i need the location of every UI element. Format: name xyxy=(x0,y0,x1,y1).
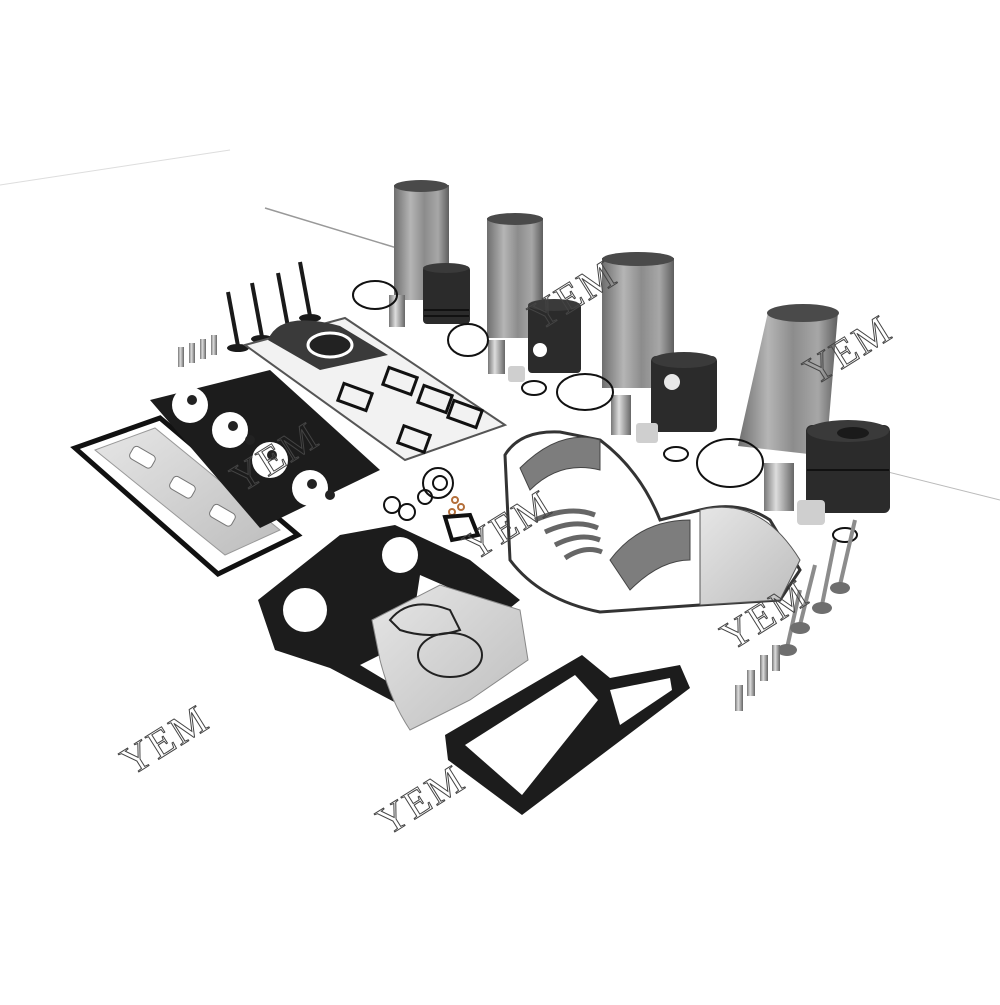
cylinder-head-gasket xyxy=(150,370,380,528)
pistons xyxy=(423,263,890,513)
oil-pan-gasket xyxy=(242,316,508,462)
valve-guides xyxy=(178,335,217,367)
oil-cooler-gasket xyxy=(445,655,690,815)
steel-valves xyxy=(785,519,857,649)
thrust-washers xyxy=(534,508,603,561)
cylinder-liners xyxy=(394,180,839,456)
piston-rings xyxy=(352,280,858,543)
front-cover-plate xyxy=(699,506,801,606)
copper-washers xyxy=(448,496,465,516)
valve-cover-gasket xyxy=(70,415,303,577)
piston-pins xyxy=(389,295,825,525)
turbo-gasket xyxy=(442,512,481,543)
steel-valve-guides xyxy=(735,645,780,711)
intake-exhaust-valves xyxy=(226,261,312,347)
o-rings xyxy=(383,467,454,521)
front-plate-gasket xyxy=(371,584,529,731)
main-bearings xyxy=(519,436,691,591)
